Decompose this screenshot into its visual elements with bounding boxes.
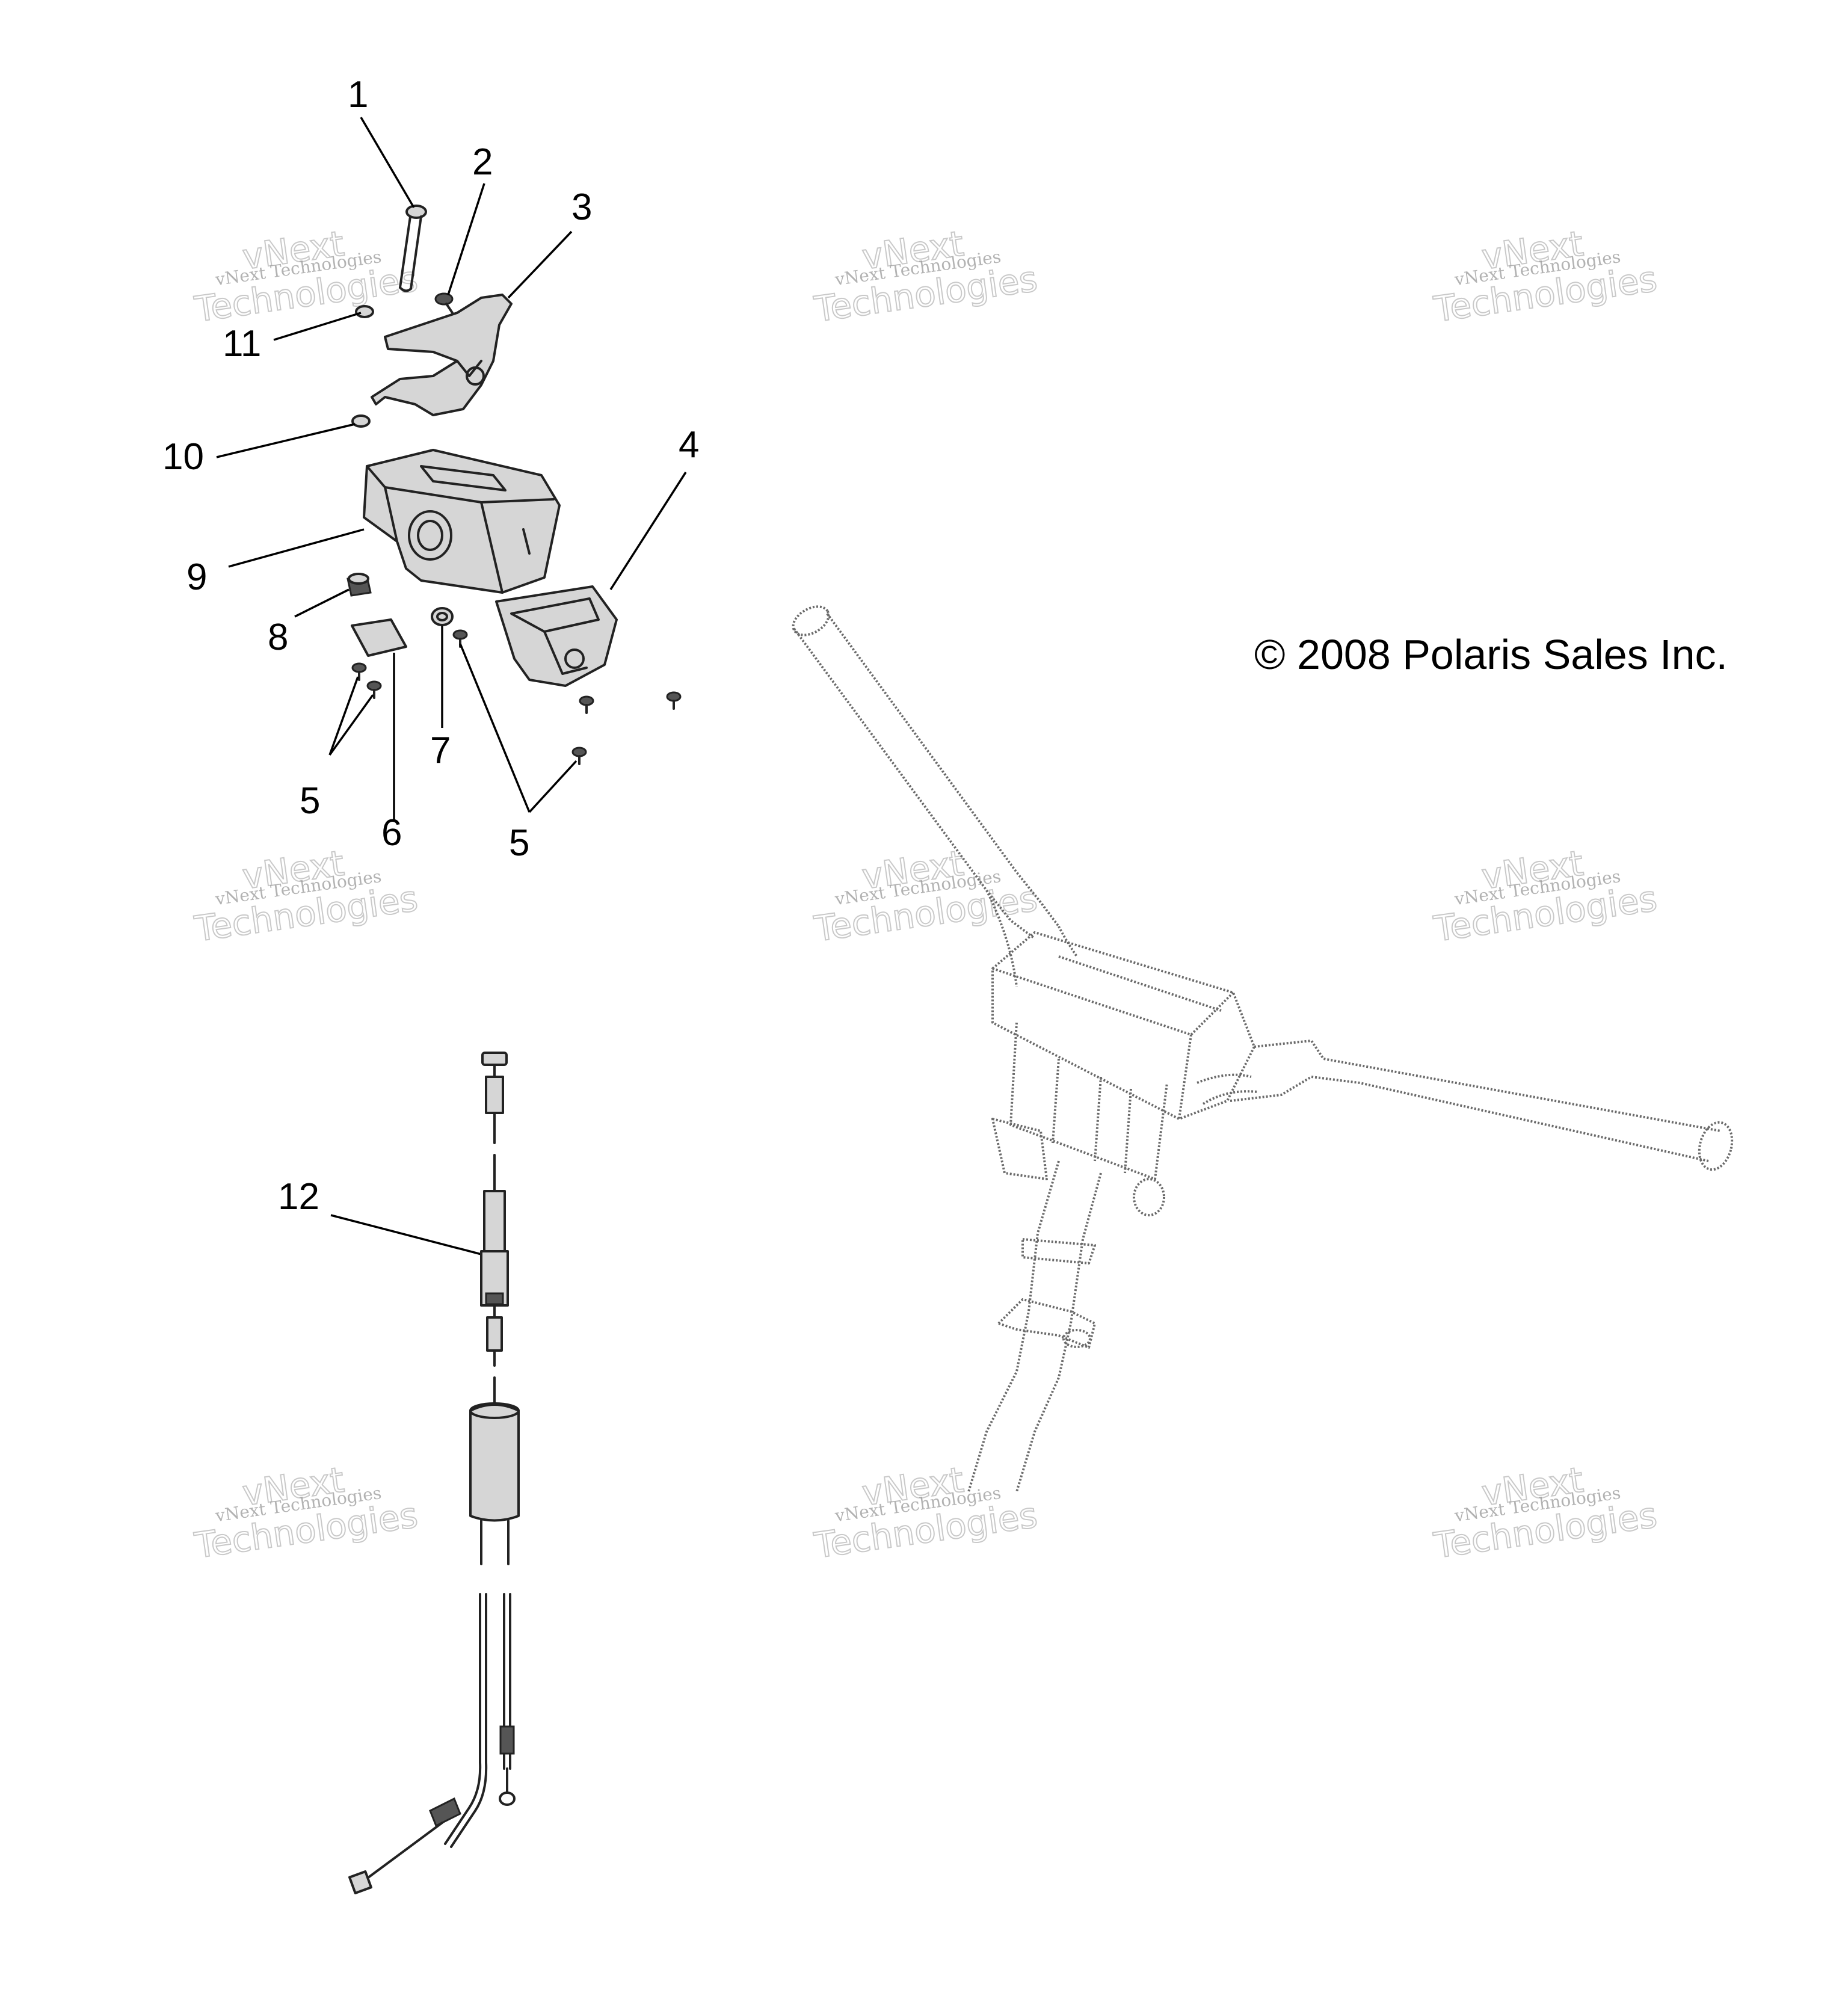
callout-2: 2 — [472, 141, 493, 183]
watermark: vNext vNext Technologies Technologies — [811, 842, 1040, 950]
screw — [666, 691, 682, 710]
callouts: 1 2 3 4 5 5 6 7 8 9 10 11 12 — [162, 74, 699, 1218]
part-11-nut — [355, 305, 374, 318]
part-9-housing — [363, 449, 561, 594]
watermark: vNext vNext Technologies Technologies — [191, 223, 420, 331]
callout-7: 7 — [430, 730, 451, 771]
callout-8: 8 — [268, 617, 288, 658]
part-8-plug — [346, 573, 372, 597]
callout-1: 1 — [348, 74, 368, 116]
callout-3: 3 — [571, 186, 592, 228]
watermark: vNext vNext Technologies Technologies — [811, 1459, 1040, 1567]
screw — [579, 695, 594, 714]
part-6-plate — [351, 618, 407, 657]
handlebar-assembly — [792, 605, 1734, 1492]
copyright-notice: © 2008 Polaris Sales Inc. — [1254, 631, 1728, 678]
callout-5b: 5 — [509, 822, 529, 864]
part-3-bracket — [371, 294, 513, 416]
part-12-cable — [348, 1052, 520, 1894]
screw — [351, 662, 367, 681]
callout-11: 11 — [223, 323, 261, 365]
part-4-cover — [495, 585, 618, 687]
screw — [571, 747, 587, 765]
callout-10: 10 — [162, 436, 204, 478]
watermark: vNext vNext Technologies Technologies — [1431, 1459, 1660, 1567]
callout-4: 4 — [679, 424, 699, 466]
callout-6: 6 — [381, 812, 402, 854]
watermark: vNext vNext Technologies Technologies — [191, 1459, 420, 1567]
watermark: vNext vNext Technologies Technologies — [1431, 842, 1660, 950]
part-7-washer — [431, 607, 454, 626]
part-5-screws — [351, 629, 682, 765]
watermarks: vNext vNext Technologies Technologies vN… — [191, 223, 1660, 1567]
callout-5a: 5 — [300, 780, 320, 822]
screw — [366, 680, 382, 699]
leader-lines — [216, 117, 687, 1255]
watermark: vNext vNext Technologies Technologies — [1431, 223, 1660, 331]
part-10-washer — [351, 414, 371, 428]
callout-9: 9 — [186, 556, 207, 598]
part-1-pin — [399, 205, 427, 292]
callout-12: 12 — [278, 1176, 319, 1218]
part-2-screw — [434, 292, 454, 314]
watermark: vNext vNext Technologies Technologies — [811, 223, 1040, 331]
